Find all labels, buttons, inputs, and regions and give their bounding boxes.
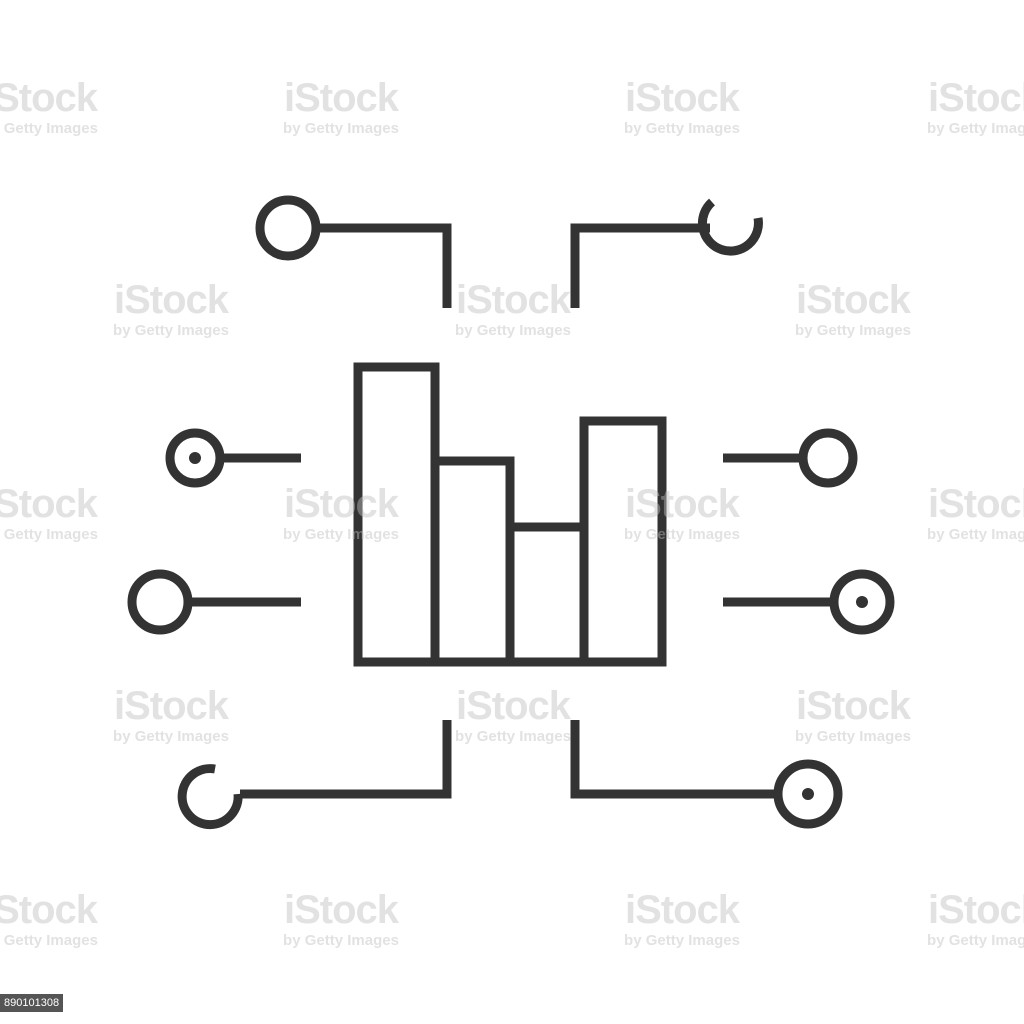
open-node-icon bbox=[177, 764, 243, 830]
circuit-trace-left-lower bbox=[127, 569, 301, 635]
circuit-trace-top-left bbox=[255, 195, 452, 308]
chart-bar-4 bbox=[579, 416, 667, 667]
node-dots bbox=[189, 452, 868, 800]
node-ring-icon bbox=[798, 428, 858, 488]
circuit-trace-bottom-left bbox=[177, 720, 452, 830]
node-dot-icon bbox=[189, 452, 201, 464]
chart-bar-1 bbox=[353, 362, 440, 667]
chart-bar-3 bbox=[505, 522, 589, 667]
circuit-trace-right-lower bbox=[723, 569, 895, 635]
circuit-trace-right-upper bbox=[723, 428, 858, 488]
node-dot-icon bbox=[856, 596, 868, 608]
node-dot-icon bbox=[802, 788, 814, 800]
circuit-trace-left-upper bbox=[165, 428, 301, 488]
node-ring-icon bbox=[255, 195, 321, 261]
open-node-icon bbox=[698, 198, 763, 256]
stock-image-id: 890101308 bbox=[0, 994, 64, 1012]
circuit-trace-top-right bbox=[570, 198, 763, 308]
chart-bar-2 bbox=[430, 456, 515, 667]
node-ring-icon bbox=[127, 569, 193, 635]
bar-chart-icon bbox=[353, 362, 667, 667]
circuit-trace-bottom-right bbox=[570, 720, 843, 829]
